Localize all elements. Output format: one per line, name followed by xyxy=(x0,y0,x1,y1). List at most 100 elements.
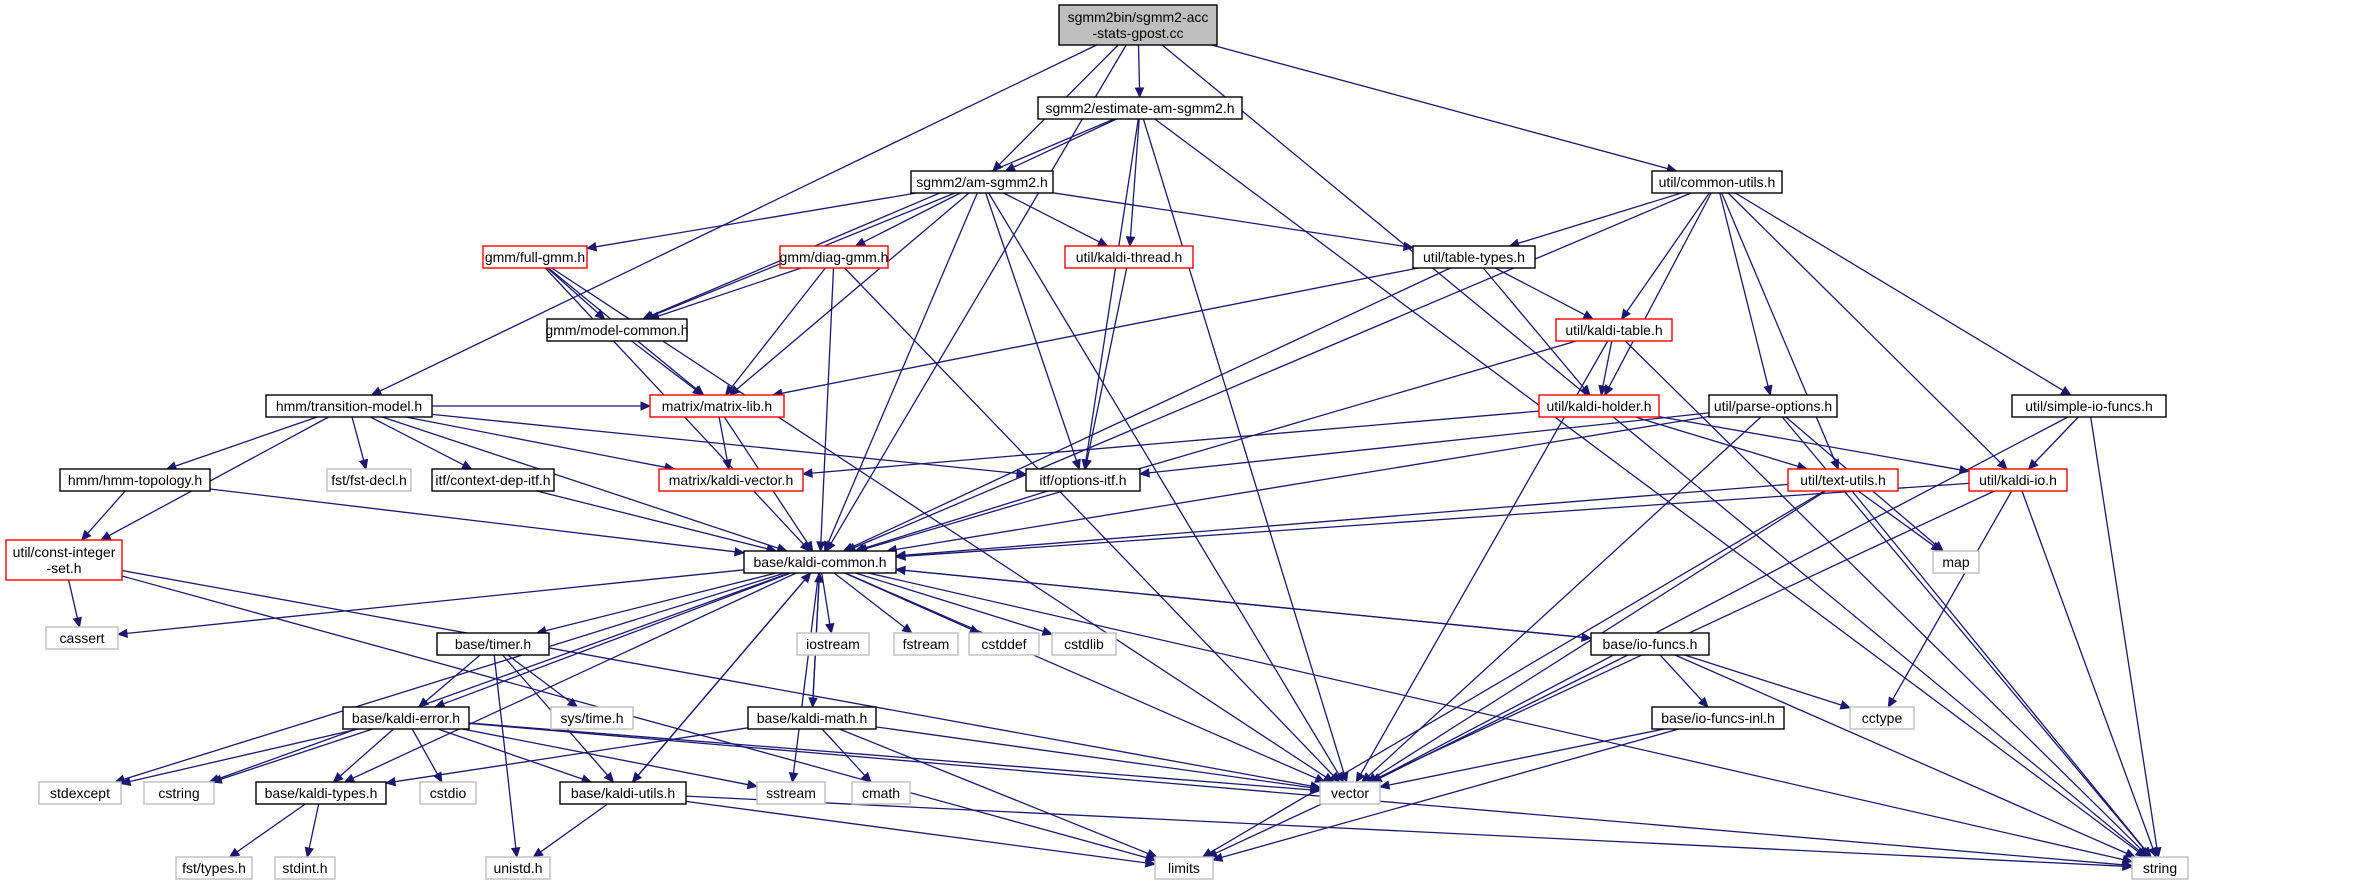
node-table-types[interactable]: util/table-types.h xyxy=(1412,245,1536,269)
node-kaldi-types[interactable]: base/kaldi-types.h xyxy=(255,781,387,805)
node-box xyxy=(559,781,687,805)
edge-line xyxy=(811,410,1540,474)
arrowhead-icon xyxy=(1930,541,1942,552)
node-kaldi-thread[interactable]: util/kaldi-thread.h xyxy=(1064,245,1194,269)
edge-kaldi-math-to-vector xyxy=(875,726,1322,793)
node-estimate-am-sgmm2[interactable]: sgmm2/estimate-am-sgmm2.h xyxy=(1037,96,1243,120)
edge-line xyxy=(2090,416,2158,849)
node-const-integer-set[interactable]: util/const-integer-set.h xyxy=(5,539,123,581)
arrowhead-icon xyxy=(724,384,736,396)
edge-hmm-topology-to-const-integer-set xyxy=(80,490,126,541)
edge-line xyxy=(854,192,1692,549)
edge-line xyxy=(839,728,1149,855)
edge-line xyxy=(1658,415,1961,471)
node-kaldi-holder[interactable]: util/kaldi-holder.h xyxy=(1538,394,1660,418)
node-matrix-lib[interactable]: matrix/matrix-lib.h xyxy=(649,394,785,418)
edge-line xyxy=(394,727,749,783)
node-transition-model[interactable]: hmm/transition-model.h xyxy=(265,394,433,418)
node-simple-io-funcs[interactable]: util/simple-io-funcs.h xyxy=(2011,394,2167,418)
node-box xyxy=(1708,394,1838,418)
node-cstdlib: cstdlib xyxy=(1051,632,1117,656)
edge-kaldi-error-to-cstring xyxy=(211,728,373,784)
node-label: cstddef xyxy=(981,636,1026,652)
node-box xyxy=(482,245,588,269)
edge-table-types-to-kaldi-holder xyxy=(1482,267,1591,396)
edge-line xyxy=(1085,118,1139,461)
node-kaldi-vector[interactable]: matrix/kaldi-vector.h xyxy=(658,468,804,492)
node-fst-types: fst/types.h xyxy=(175,856,253,880)
arrowhead-icon xyxy=(594,309,606,320)
edge-line xyxy=(1086,267,1128,461)
node-kaldi-error[interactable]: base/kaldi-error.h xyxy=(342,706,470,730)
node-text-utils[interactable]: util/text-utils.h xyxy=(1787,468,1899,492)
edge-line xyxy=(821,728,866,776)
node-box xyxy=(175,856,253,880)
edge-kaldi-math-to-cmath xyxy=(821,728,872,783)
edge-am-sgmm2-to-options-itf xyxy=(985,192,1081,471)
node-label: sgmm2bin/sgmm2-acc xyxy=(1068,9,1209,25)
node-parse-options[interactable]: util/parse-options.h xyxy=(1708,394,1838,418)
edge-io-funcs-to-cctype xyxy=(1684,654,1852,710)
node-io-funcs-inl[interactable]: base/io-funcs-inl.h xyxy=(1651,706,1785,730)
arrowhead-icon xyxy=(734,547,746,557)
arrowhead-icon xyxy=(1355,771,1366,784)
edge-line xyxy=(546,267,599,314)
node-io-funcs[interactable]: base/io-funcs.h xyxy=(1590,632,1710,656)
node-box xyxy=(59,468,211,492)
edge-kaldi-error-to-string xyxy=(468,722,2134,870)
node-timer[interactable]: base/timer.h xyxy=(436,632,550,656)
node-label: fstream xyxy=(903,636,950,652)
node-label: base/timer.h xyxy=(455,636,531,652)
node-kaldi-common[interactable]: base/kaldi-common.h xyxy=(743,550,897,574)
edge-line xyxy=(1719,192,1769,387)
node-limits: limits xyxy=(1154,856,1214,880)
edge-line xyxy=(844,267,1334,776)
edge-line xyxy=(352,572,797,779)
arrowhead-icon xyxy=(461,460,473,470)
edge-line xyxy=(2021,490,2154,849)
arrowhead-icon xyxy=(2027,458,2039,470)
arrowhead-icon xyxy=(343,773,356,783)
node-box xyxy=(1538,394,1660,418)
arrowhead-icon xyxy=(80,529,92,541)
node-kaldi-table[interactable]: util/kaldi-table.h xyxy=(1555,318,1673,342)
edge-kaldi-common-to-fstream xyxy=(833,572,913,634)
edge-line xyxy=(1142,118,1345,774)
edge-line xyxy=(1137,44,1141,89)
edge-am-sgmm2-to-full-gmm xyxy=(585,192,917,252)
node-kaldi-utils[interactable]: base/kaldi-utils.h xyxy=(559,781,687,805)
node-box xyxy=(2131,856,2189,880)
arrowhead-icon xyxy=(823,540,833,553)
node-hmm-topology[interactable]: hmm/hmm-topology.h xyxy=(59,468,211,492)
node-label: gmm/diag-gmm.h xyxy=(780,249,889,265)
node-common-utils[interactable]: util/common-utils.h xyxy=(1651,170,1783,194)
node-diag-gmm[interactable]: gmm/diag-gmm.h xyxy=(779,245,889,269)
arrowhead-icon xyxy=(1041,626,1054,636)
node-kaldi-math[interactable]: base/kaldi-math.h xyxy=(747,706,877,730)
node-full-gmm[interactable]: gmm/full-gmm.h xyxy=(482,245,588,269)
arrowhead-icon xyxy=(800,572,812,584)
edge-parse-options-to-vector xyxy=(1361,416,1762,783)
node-label: cstdio xyxy=(430,785,467,801)
edge-line xyxy=(792,572,820,774)
node-root[interactable]: sgmm2bin/sgmm2-acc-stats-gpost.cc xyxy=(1058,4,1218,46)
edge-line xyxy=(1602,340,1613,387)
node-am-sgmm2[interactable]: sgmm2/am-sgmm2.h xyxy=(910,170,1054,194)
node-label: itf/options-itf.h xyxy=(1039,472,1126,488)
edge-root-to-transition-model xyxy=(370,44,1097,396)
edge-line xyxy=(121,569,1312,787)
edge-parse-options-to-kaldi-common xyxy=(885,415,1710,555)
node-model-common[interactable]: gmm/model-common.h xyxy=(545,318,689,342)
arrowhead-icon xyxy=(1621,308,1632,321)
edge-common-utils-to-parse-options xyxy=(1719,192,1773,397)
node-context-dep-itf[interactable]: itf/context-dep-itf.h xyxy=(431,468,555,492)
edge-line xyxy=(1851,490,2146,851)
node-kaldi-io[interactable]: util/kaldi-io.h xyxy=(1968,468,2068,492)
arrowhead-icon xyxy=(1378,780,1391,790)
edge-line xyxy=(827,192,978,543)
node-label: base/kaldi-common.h xyxy=(753,554,886,570)
node-vector: vector xyxy=(1319,781,1381,805)
edge-line xyxy=(844,572,1317,779)
node-options-itf[interactable]: itf/options-itf.h xyxy=(1025,468,1141,492)
